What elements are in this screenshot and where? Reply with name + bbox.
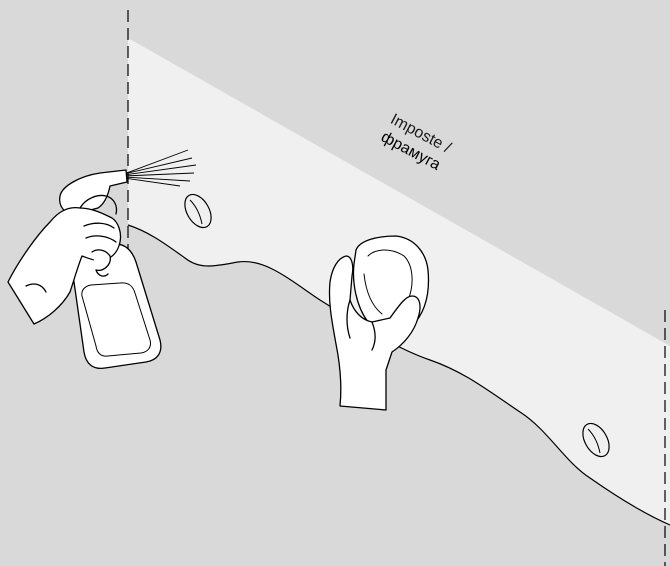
transom-label: Imposte / фрамуга bbox=[378, 111, 454, 174]
wiping-cloth-hand bbox=[328, 235, 430, 411]
mounting-hole-right bbox=[582, 422, 610, 458]
spray-bottle-label bbox=[81, 282, 151, 357]
mounting-hole-left bbox=[184, 193, 212, 229]
spray-mist bbox=[123, 149, 197, 187]
spray-bottle-hand bbox=[7, 169, 162, 370]
